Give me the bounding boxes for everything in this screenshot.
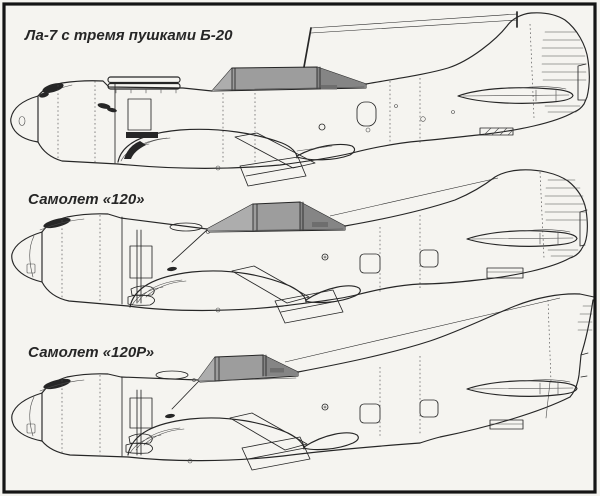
panel-label-la7: Ла-7 с тремя пушками Б-20 [24, 27, 233, 44]
aircraft-la7-3xb20-profile: Ла-7 с тремя пушками Б-20 [10, 11, 590, 187]
wing-gear-fairing [117, 128, 356, 187]
fuselage-hatches [321, 215, 524, 292]
canopy [211, 66, 367, 92]
panel-label-120: Самолет «120» [28, 191, 145, 208]
aircraft-120-profile: Самолет «120» [11, 169, 588, 324]
spinner [11, 392, 43, 442]
spinner [11, 231, 43, 283]
tail-fin [329, 169, 588, 296]
wing-gear-fairing [125, 412, 421, 471]
canopy [171, 201, 346, 263]
tail-fin [351, 12, 590, 154]
wing-gear-fairing [127, 265, 361, 324]
panel-label-120r: Самолет «120Р» [28, 344, 154, 361]
horizontal-stabilizer [457, 86, 574, 104]
aircraft-120r-profile: Самолет «120Р» [11, 293, 595, 471]
spinner [10, 95, 39, 143]
horizontal-stabilizer [466, 229, 578, 247]
horizontal-stabilizer [466, 379, 578, 397]
canopy [171, 354, 299, 410]
antenna-mast [303, 11, 518, 68]
tail-fin [284, 293, 595, 444]
engine-cowling [37, 80, 213, 165]
fuselage-hatches [321, 356, 524, 438]
cannon-fairings [107, 76, 181, 94]
engine-cowling [39, 213, 210, 307]
fuselage-hatches [222, 78, 514, 163]
engine-cowling [39, 370, 199, 458]
